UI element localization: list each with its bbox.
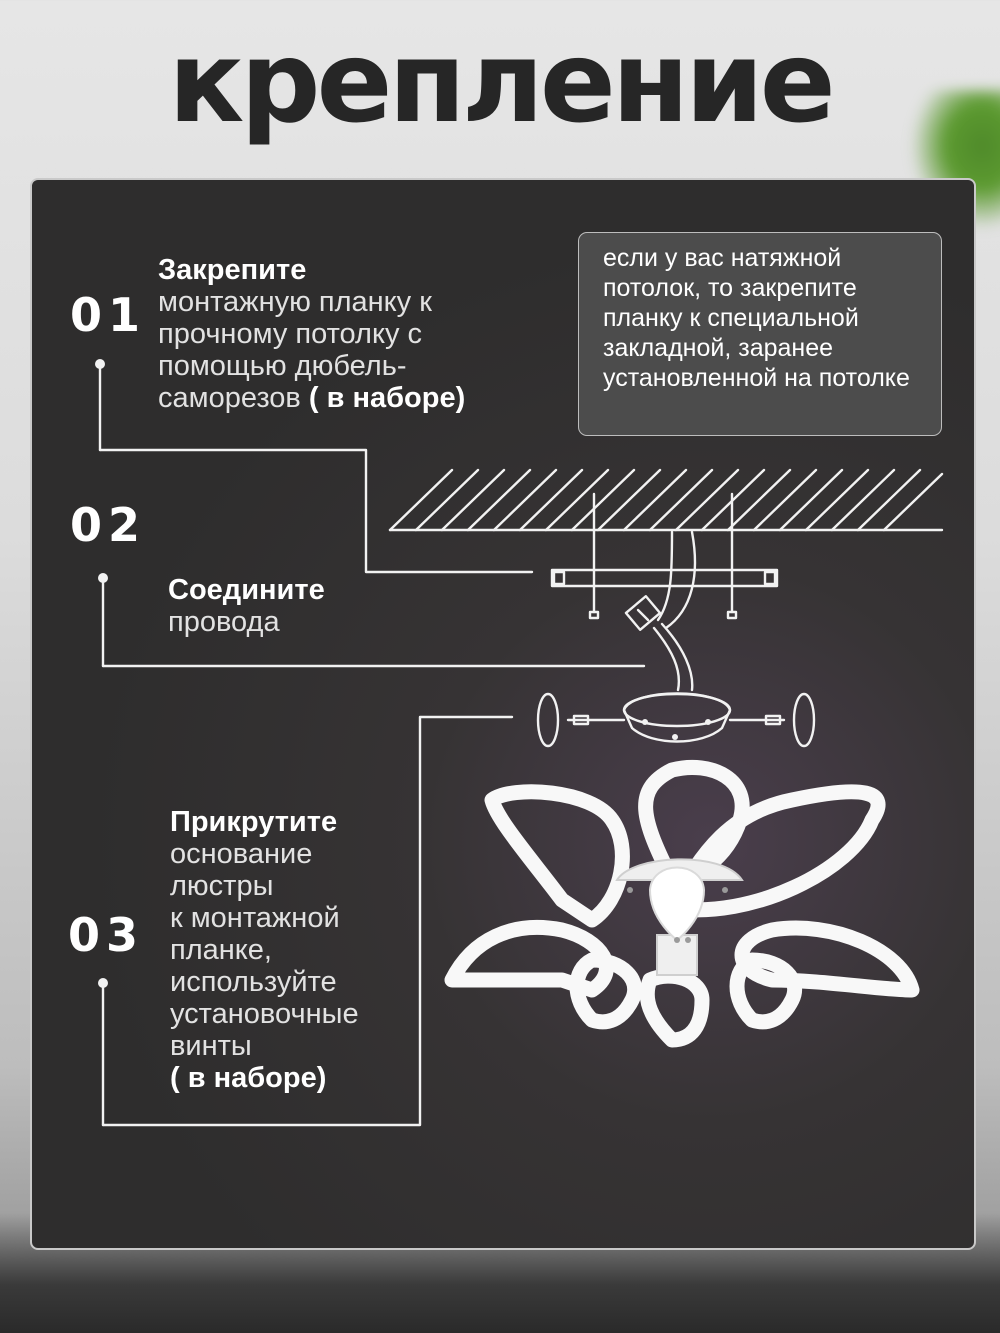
stretch-ceiling-note: если у вас натяжной потолок, то закрепит… (578, 232, 942, 436)
step-1-line: монтажную планку к (158, 286, 432, 318)
step-1-line: прочному потолку с (158, 318, 423, 350)
step-1-line: помощью дюбель- (158, 350, 407, 382)
step-3-line: основание (170, 838, 313, 870)
step-3-line: люстры (170, 870, 274, 902)
step-3-title: Прикрутите (170, 806, 338, 838)
step-3-line: установочные (170, 998, 359, 1030)
step-3-line: используйте (170, 966, 337, 998)
mounting-diagram (95, 359, 944, 1127)
step-3-text: Прикрутите основание люстры к монтажной … (170, 806, 420, 1094)
step-1-title: Закрепите (158, 254, 307, 286)
step-2-title: Соедините (168, 574, 325, 606)
step-1-included-note: ( в наборе) (308, 382, 466, 414)
step-3-included-note: ( в наборе) (170, 1062, 327, 1094)
step-1-text: Закрепите монтажную планку к прочному по… (158, 254, 558, 414)
instruction-panel: если у вас натяжной потолок, то закрепит… (30, 178, 976, 1250)
step-2-line: провода (168, 606, 280, 638)
step-3-line: к монтажной (170, 902, 340, 934)
step-1-number: 01 (70, 288, 147, 342)
step-3-line: планке, (170, 934, 272, 966)
step-2-number: 02 (70, 498, 147, 552)
step-3-line: винты (170, 1030, 252, 1062)
page-title: крепление (168, 18, 835, 148)
step-3-number: 03 (68, 908, 145, 962)
note-text: если у вас натяжной потолок, то закрепит… (603, 244, 910, 392)
step-2-text: Соедините провода (168, 574, 428, 638)
step-1-line: саморезов (158, 382, 301, 414)
